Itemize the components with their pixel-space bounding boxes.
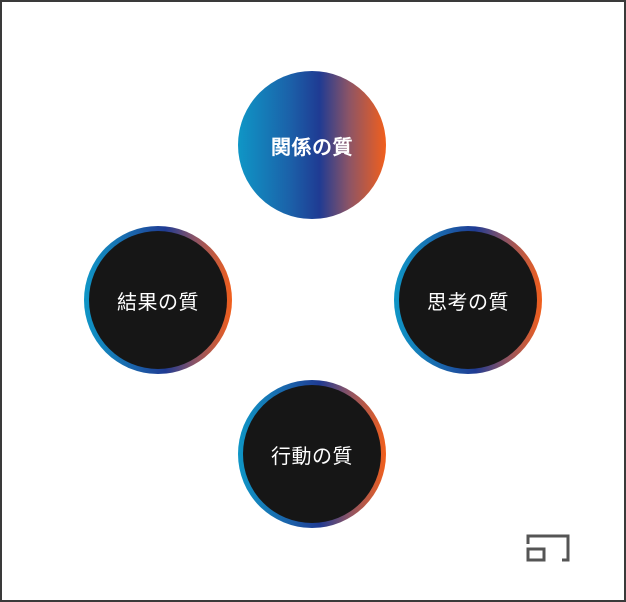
node-inner: 行動の質 [243, 385, 381, 523]
window-layout-icon [526, 534, 570, 562]
node-label: 行動の質 [271, 443, 353, 468]
node-label: 関係の質 [271, 134, 353, 159]
node-label: 結果の質 [117, 289, 199, 314]
node-inner: 結果の質 [89, 231, 227, 369]
node-label: 思考の質 [427, 289, 509, 314]
node-action-quality: 行動の質 [238, 380, 386, 528]
node-thinking-quality: 思考の質 [394, 226, 542, 374]
node-relationship-quality: 関係の質 [238, 71, 386, 219]
node-inner: 思考の質 [399, 231, 537, 369]
node-result-quality: 結果の質 [84, 226, 232, 374]
